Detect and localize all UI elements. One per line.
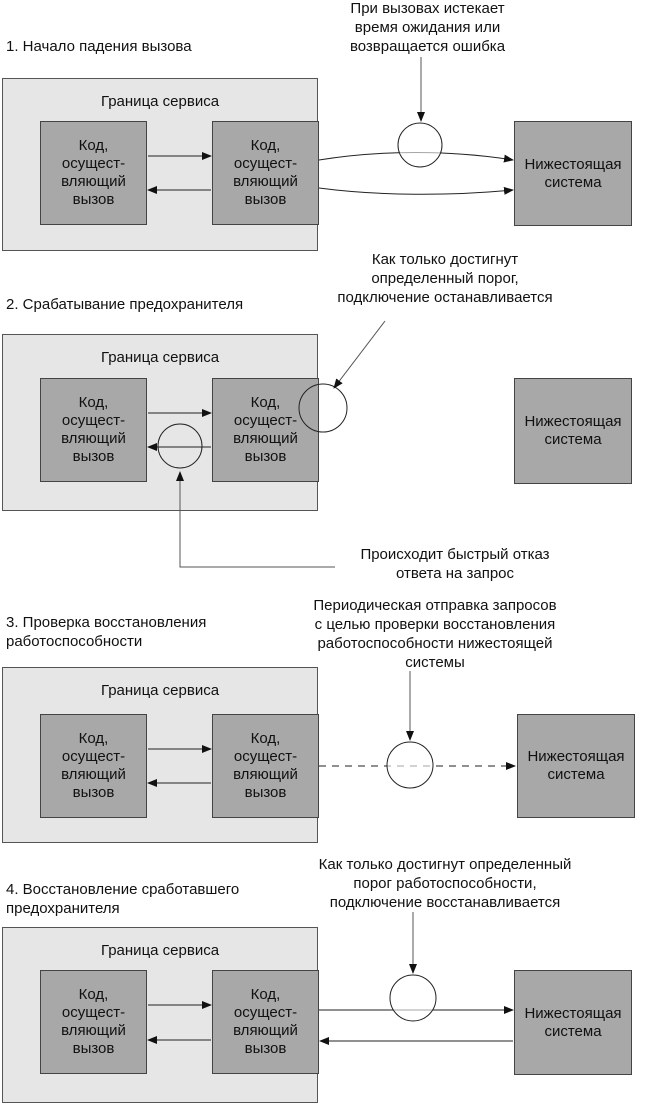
caller-code-box-3: Код, осущест- вляющий вызов [40, 714, 147, 818]
downstream-system-box-2: Нижестоящая система [514, 378, 632, 484]
circuit-breaker-icon [397, 122, 443, 168]
stage-2-fast-fail-note: Происходит быстрый отказ ответа на запро… [360, 546, 550, 582]
stage-2-title: 2. Срабатывание предохранителя [6, 296, 244, 313]
called-code-box-4: Код, осущест- вляющий вызов [212, 970, 319, 1074]
call-path-lower [318, 186, 514, 195]
circuit-breaker-icon [386, 741, 434, 789]
stage-1-title: 1. Начало падения вызова [6, 38, 192, 55]
downstream-system-box-1: Нижестоящая система [514, 121, 632, 226]
service-boundary-label: Граница сервиса [100, 93, 220, 110]
called-code-box-1: Код, осущест- вляющий вызов [212, 121, 319, 225]
caller-code-box-2: Код, осущест- вляющий вызов [40, 378, 147, 482]
called-code-box-3: Код, осущест- вляющий вызов [212, 714, 319, 818]
call-path-upper [318, 152, 514, 163]
called-code-box-2: Код, осущест- вляющий вызов [212, 378, 319, 482]
circuit-breaker-icon [389, 974, 437, 1022]
service-boundary-label: Граница сервиса [100, 942, 220, 959]
downstream-system-box-4: Нижестоящая система [514, 970, 632, 1075]
service-boundary-label: Граница сервиса [100, 682, 220, 699]
stage-4-title: 4. Восстановление сработавшего предохран… [6, 881, 240, 917]
caller-code-box-4: Код, осущест- вляющий вызов [40, 970, 147, 1074]
downstream-system-box-3: Нижестоящая система [517, 714, 635, 818]
service-boundary-label: Граница сервиса [100, 349, 220, 366]
stage-2-note: Как только достигнут определенный порог,… [337, 251, 553, 306]
stage-3-note: Периодическая отправка запросов с целью … [313, 597, 557, 671]
stage-1-note: При вызовах истекает время ожидания или … [349, 0, 506, 55]
caller-code-box-1: Код, осущест- вляющий вызов [40, 121, 147, 225]
note-pointer [333, 320, 386, 389]
stage-3-title: 3. Проверка восстановления работоспособн… [6, 614, 207, 650]
stage-4-note: Как только достигнут определенный порог … [318, 856, 572, 911]
